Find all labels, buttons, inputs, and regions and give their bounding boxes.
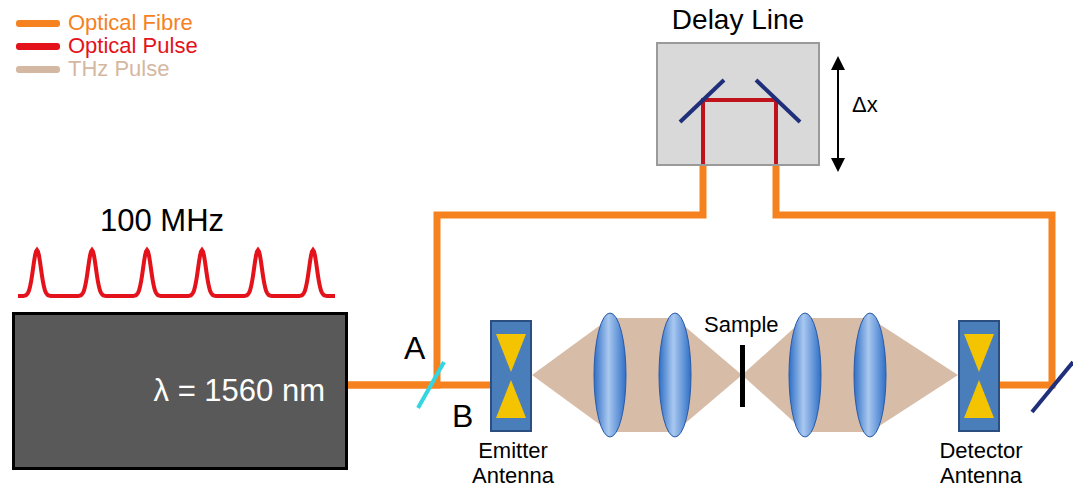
travel-arrowheads — [831, 56, 845, 172]
legend-text: Optical Pulse — [68, 35, 198, 57]
sample-slab — [740, 345, 745, 407]
laser-source: λ = 1560 nm — [12, 312, 348, 470]
legend-swatch — [16, 66, 60, 73]
legend-text: Optical Fibre — [68, 12, 193, 34]
legend-text: THz Pulse — [68, 58, 169, 80]
thz-lens — [594, 313, 886, 437]
emitter-antenna: Emitter Antenna — [490, 320, 532, 432]
travel-label: Δx — [852, 92, 878, 117]
legend-swatch — [16, 43, 60, 50]
travel-arrow — [837, 60, 839, 168]
fibre-connector — [348, 166, 703, 385]
delay-mirror — [756, 80, 800, 122]
source-label: λ = 1560 nm — [154, 373, 325, 409]
laser-body — [12, 312, 348, 470]
delay-stage — [656, 42, 820, 166]
part-label: Delay Line — [672, 4, 804, 36]
part-label: Detector Antenna — [922, 438, 1040, 489]
delay-line-box: Delay Line — [656, 42, 820, 166]
pulse-train — [18, 250, 335, 296]
legend-entry: Optical Fibre — [16, 12, 193, 34]
repetition-rate: 100 MHz — [100, 203, 224, 239]
sample-label: Sample — [702, 312, 781, 337]
delay-mirror — [680, 80, 724, 122]
legend-entry: Optical Pulse — [16, 35, 198, 57]
output-mirror — [1032, 362, 1073, 412]
fibre-connector — [776, 166, 1052, 385]
delay-beam — [703, 100, 776, 166]
legend-entry: THz Pulse — [16, 58, 169, 80]
legend-swatch — [16, 20, 60, 27]
beam-splitter — [418, 362, 444, 408]
point-label: A — [404, 330, 425, 367]
part-label: Emitter Antenna — [454, 438, 572, 489]
detector-antenna: Detector Antenna — [958, 320, 1000, 432]
point-label: B — [452, 398, 473, 435]
